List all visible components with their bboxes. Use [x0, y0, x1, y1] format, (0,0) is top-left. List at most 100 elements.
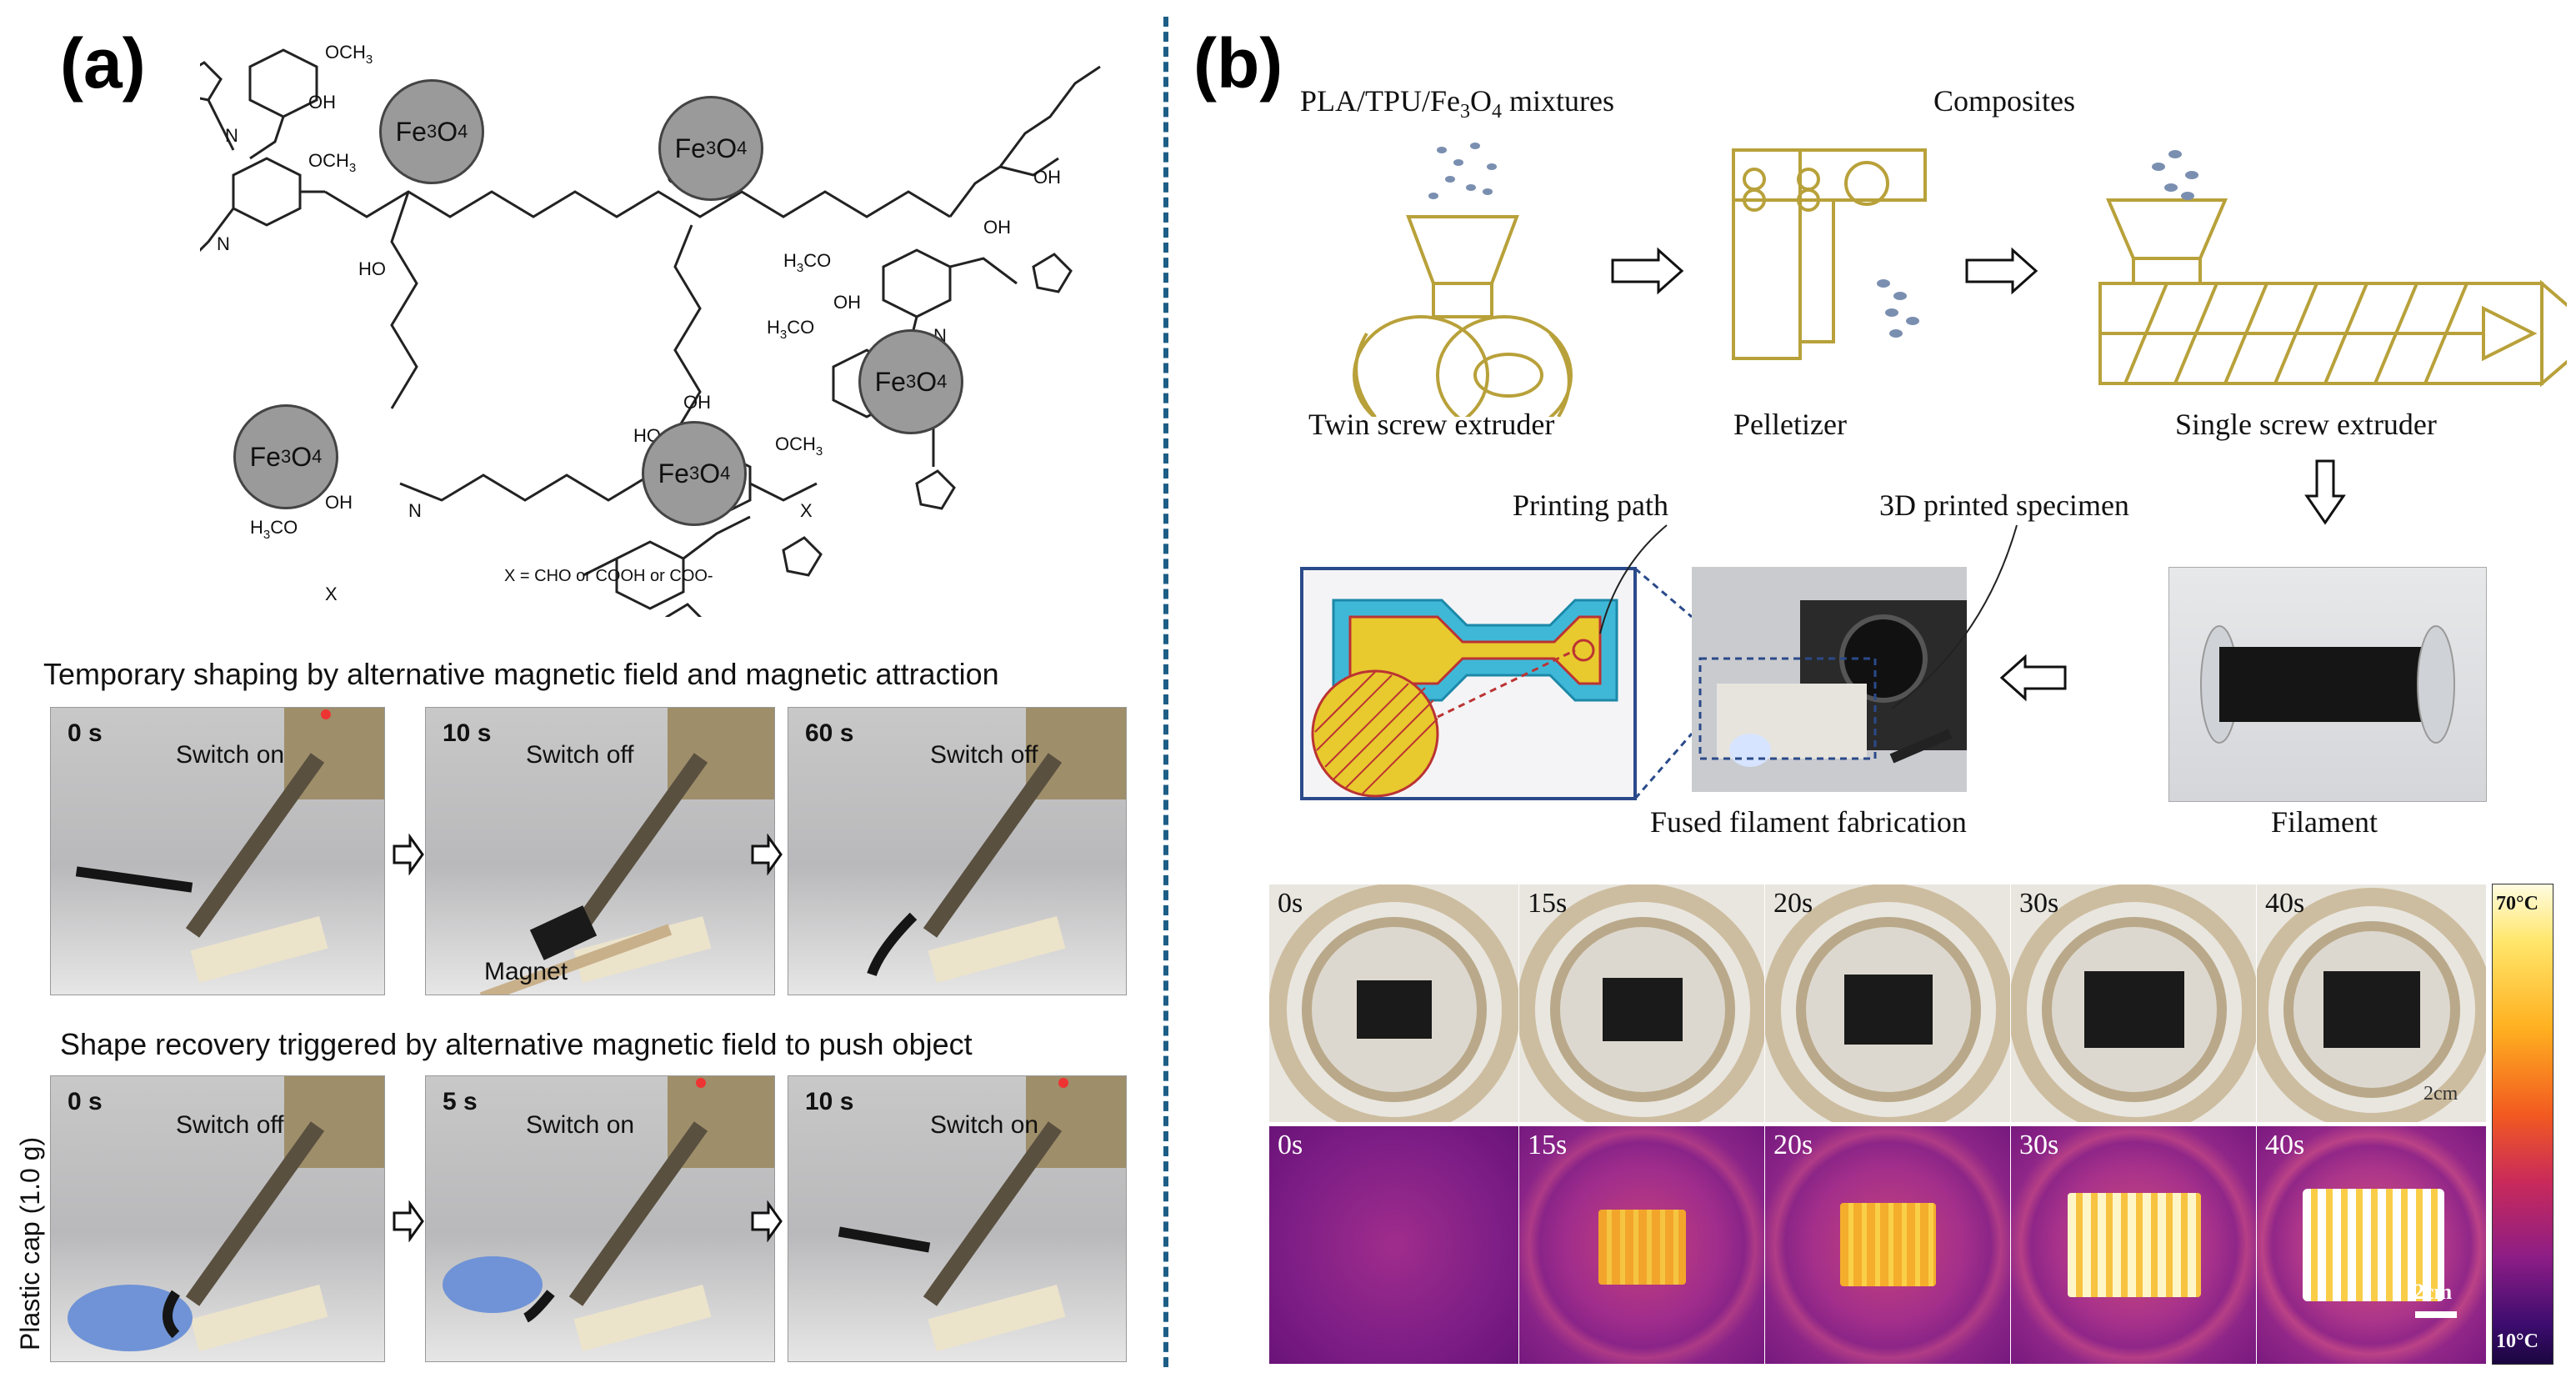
label-oh-right2: OH	[983, 217, 1011, 238]
heat-spot	[1840, 1203, 1936, 1286]
label-oh-mid: OH	[833, 292, 861, 313]
frame-time: 60 s	[805, 719, 854, 747]
thermal-frame-4: 30s	[2010, 1125, 2258, 1365]
thermal-frame-5: 40s 2cm	[2256, 1125, 2487, 1365]
arrow-right-icon	[393, 834, 424, 875]
specimen-label: 3D printed specimen	[1879, 489, 2129, 522]
frame-time: 10 s	[443, 719, 492, 747]
section2-frame-3: 10 s Switch on	[788, 1075, 1127, 1362]
coil-drawing	[1765, 884, 2011, 1122]
section1-title: Temporary shaping by alternative magneti…	[43, 657, 999, 691]
apparatus-drawing	[838, 1076, 1126, 1352]
frame-state: Switch off	[930, 741, 1038, 769]
frame-state: Switch on	[526, 1111, 635, 1139]
section1-frame-2: 10 s Switch off Magnet	[425, 707, 775, 995]
pelletizer-label: Pelletizer	[1733, 408, 1847, 441]
heat-spot	[2068, 1193, 2201, 1297]
photo-frame-1: 0s	[1268, 884, 1520, 1123]
magnet-label: Magnet	[484, 958, 568, 985]
label-oh-ll: OH	[325, 492, 353, 513]
photo-time: 15s	[1528, 888, 1568, 919]
label-och3-low: OCH3	[775, 433, 823, 458]
label-oh-low: OH	[683, 392, 711, 413]
photo-frame-3: 20s	[1764, 884, 2012, 1123]
frame-time: 10 s	[805, 1088, 854, 1115]
label-oh-top: OH	[308, 92, 336, 113]
coil-drawing	[2257, 888, 2486, 1122]
frame-state: Switch off	[176, 1111, 284, 1139]
scale-bar	[2415, 1311, 2457, 1318]
label-ho-1: HO	[358, 258, 386, 279]
photo-frame-5: 40s 2cm	[2256, 884, 2487, 1123]
thermal-frame-3: 20s	[1764, 1125, 2012, 1365]
section1-frame-3: 60 s Switch off	[788, 707, 1127, 995]
thermal-frame-2: 15s	[1518, 1125, 1766, 1365]
thermal-time: 40s	[2265, 1130, 2305, 1160]
section2-title: Shape recovery triggered by alternative …	[60, 1027, 973, 1061]
label-x-1: X	[800, 500, 813, 521]
frame-state: Switch on	[930, 1111, 1039, 1139]
arrow-right-icon	[393, 1200, 424, 1242]
mixtures-label: PLA/TPU/Fe3O4 mixtures	[1300, 84, 1615, 123]
frame-state: Switch on	[176, 741, 285, 769]
coil-drawing	[2011, 884, 2257, 1122]
single-screw-extruder-label: Single screw extruder	[2175, 408, 2437, 441]
thermal-time: 15s	[1528, 1130, 1568, 1160]
label-n-left: N	[225, 125, 238, 146]
panel-b-label: (b)	[1193, 24, 1283, 103]
frame-time: 0 s	[68, 719, 103, 747]
panel-a-label: (a)	[60, 24, 146, 103]
frame-state: Switch off	[526, 741, 634, 769]
coil-drawing	[1519, 884, 1765, 1122]
section2-frame-2: 5 s Switch on	[425, 1075, 775, 1362]
label-oh-right: OH	[1033, 167, 1061, 188]
arrow-right-icon	[751, 1200, 783, 1242]
label-x-2: X	[325, 584, 338, 604]
frame-time: 0 s	[68, 1088, 103, 1115]
apparatus-drawing	[479, 708, 774, 995]
substituent-note: X = CHO or COOH or COO-	[504, 567, 713, 585]
photo-time: 0s	[1278, 888, 1303, 919]
twin-screw-extruder-label: Twin screw extruder	[1308, 408, 1555, 441]
label-n-left2: N	[217, 233, 230, 254]
arrow-down-icon	[2304, 459, 2346, 525]
panel-divider	[1163, 17, 1168, 1367]
photo-time: 30s	[2019, 888, 2059, 919]
label-h3co-3: H3CO	[250, 517, 298, 542]
apparatus-drawing	[443, 1076, 774, 1352]
heat-spot	[2303, 1189, 2444, 1301]
label-och3-top: OCH3	[325, 42, 373, 67]
thermal-frame-1: 0s	[1268, 1125, 1520, 1365]
temperature-colorbar: 70°C 10°C	[2492, 884, 2553, 1365]
colorbar-max-label: 70°C	[2496, 893, 2538, 914]
apparatus-drawing	[867, 708, 1126, 984]
extrusion-process-diagram	[1353, 143, 2567, 417]
section2-frame-1: 0 s Switch off	[50, 1075, 385, 1362]
arrow-right-icon	[751, 834, 783, 875]
coil-drawing	[1269, 884, 1519, 1122]
colorbar-min-label: 10°C	[2496, 1330, 2538, 1352]
thermal-time: 30s	[2019, 1130, 2059, 1160]
thermal-scale-label: 2cm	[2413, 1280, 2453, 1304]
frame-time: 5 s	[443, 1088, 478, 1115]
fff-label: Fused filament fabrication	[1650, 805, 1967, 839]
photo-frame-2: 15s	[1518, 884, 1766, 1123]
filament-label: Filament	[2271, 805, 2378, 839]
label-h3co-2: H3CO	[767, 317, 814, 342]
chemical-structure: OCH3 OH N OCH3 N OH HO O OH OH H3CO H3CO…	[200, 42, 1101, 617]
printing-path-diagram	[1300, 567, 2067, 800]
plastic-cap-side-label: Plastic cap (1.0 g)	[15, 1136, 45, 1350]
filament-photo	[2168, 567, 2487, 802]
thermal-time: 0s	[1278, 1130, 1303, 1160]
apparatus-drawing	[68, 1076, 384, 1352]
label-och3-2: OCH3	[308, 150, 356, 175]
filament-spool-drawing	[2200, 625, 2455, 744]
composites-label: Composites	[1933, 84, 2076, 118]
callout-lines	[1599, 524, 2018, 709]
photo-frame-4: 30s	[2010, 884, 2258, 1123]
label-n-ll: N	[408, 500, 422, 521]
